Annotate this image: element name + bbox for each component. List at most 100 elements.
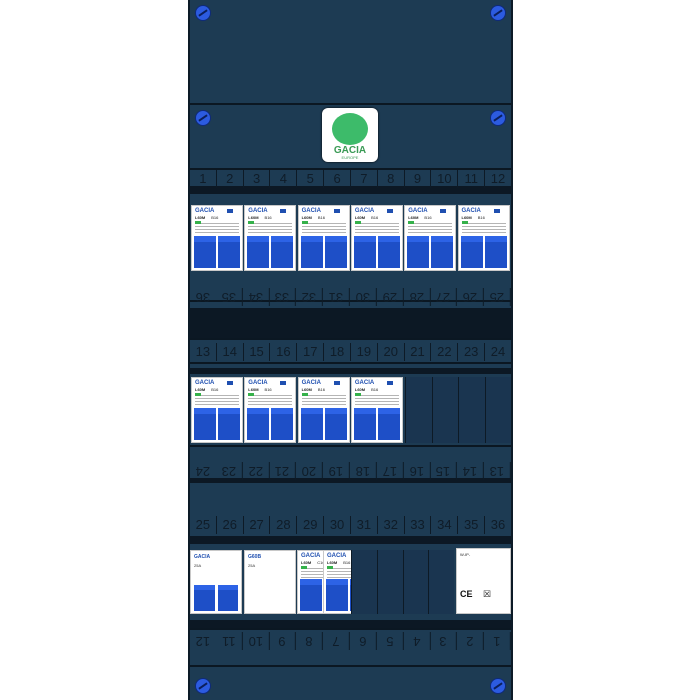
breaker-specs xyxy=(461,221,506,233)
din-rail xyxy=(190,478,511,483)
breaker-indicator xyxy=(301,393,308,396)
circuit-number: 35 xyxy=(457,516,484,534)
breaker-specs xyxy=(248,221,293,233)
toggle-lever[interactable] xyxy=(324,408,347,440)
toggle-lever[interactable] xyxy=(460,236,483,268)
circuit-number: 25 xyxy=(484,288,511,306)
breaker-specs xyxy=(301,393,346,405)
toggle-lever[interactable] xyxy=(218,236,240,268)
circuit-number: 24 xyxy=(484,343,511,361)
breaker-indicator xyxy=(301,221,308,224)
toggle-lever[interactable] xyxy=(431,236,454,268)
circuit-number: 21 xyxy=(403,343,431,361)
panel-divider xyxy=(190,103,511,105)
breaker-toggle[interactable] xyxy=(247,408,294,440)
toggle-lever[interactable] xyxy=(377,236,400,268)
panel-divider xyxy=(190,338,511,340)
circuit-number: 8 xyxy=(296,632,324,650)
toggle-lever[interactable] xyxy=(377,408,400,440)
breaker-indicator xyxy=(327,566,333,569)
circuit-number: 34 xyxy=(242,288,270,306)
toggle-lever[interactable] xyxy=(271,236,294,268)
toggle-lever[interactable] xyxy=(324,236,347,268)
blank-slot xyxy=(431,377,458,443)
breaker-rating: C16 xyxy=(317,560,325,565)
circuit-number: 18 xyxy=(323,343,350,361)
breaker-toggle[interactable] xyxy=(194,236,240,268)
circuit-number: 9 xyxy=(269,632,297,650)
screw-icon xyxy=(490,110,506,126)
toggle-lever[interactable] xyxy=(217,585,238,611)
breaker-toggle[interactable] xyxy=(194,408,240,440)
toggle-lever[interactable] xyxy=(300,579,322,611)
toggle-lever[interactable] xyxy=(300,408,323,440)
circuit-number: 9 xyxy=(403,170,431,188)
breaker-specs xyxy=(354,221,399,233)
toggle-lever[interactable] xyxy=(247,236,270,268)
surge-protector[interactable]: W-IP-CE☒ xyxy=(456,548,511,614)
circuit-number: 6 xyxy=(349,632,377,650)
breaker-toggle[interactable] xyxy=(460,236,507,268)
panel-divider xyxy=(190,628,511,630)
circuit-number: 26 xyxy=(457,288,485,306)
rcd-toggle[interactable] xyxy=(194,585,238,611)
din-rail xyxy=(190,308,511,338)
breaker-brand: GACIA xyxy=(301,380,341,386)
circuit-number: 23 xyxy=(457,343,484,361)
toggle-lever[interactable] xyxy=(326,579,348,611)
breaker-toggle[interactable] xyxy=(353,408,400,440)
circuit-number: 27 xyxy=(242,516,270,534)
breaker-rating-line: L60M B16 xyxy=(248,215,271,220)
breaker-brand: GACIA xyxy=(248,380,287,386)
toggle-lever[interactable] xyxy=(407,236,430,268)
circuit-number: 10 xyxy=(242,632,270,650)
breaker-toggle[interactable] xyxy=(407,236,454,268)
breaker-toggle[interactable] xyxy=(353,236,400,268)
breaker-indicator xyxy=(195,393,201,396)
circuit-number: 7 xyxy=(349,170,377,188)
globe-icon xyxy=(332,113,368,145)
breaker-model: L60M xyxy=(461,215,472,220)
toggle-lever[interactable] xyxy=(271,408,294,440)
toggle-lever[interactable] xyxy=(300,236,323,268)
toggle-lever[interactable] xyxy=(247,408,270,440)
breaker-toggle[interactable] xyxy=(300,236,347,268)
toggle-lever[interactable] xyxy=(353,408,376,440)
toggle-lever[interactable] xyxy=(194,585,215,611)
breaker-rating: B16 xyxy=(343,560,351,565)
screw-icon xyxy=(195,5,211,21)
breaker-rating: B16 xyxy=(317,215,325,220)
breaker-toggle[interactable] xyxy=(247,236,294,268)
circuit-number: 36 xyxy=(484,516,511,534)
breaker-model: L60M xyxy=(248,215,259,220)
breaker-model: L60M xyxy=(354,215,366,220)
breaker-toggle[interactable] xyxy=(300,408,347,440)
toggle-lever[interactable] xyxy=(353,236,376,268)
logo-brand-text: GACIA xyxy=(333,145,367,156)
spd-label: W-IP- xyxy=(460,552,471,557)
toggle-lever[interactable] xyxy=(484,236,507,268)
circuit-number: 20 xyxy=(296,462,324,480)
toggle-lever[interactable] xyxy=(194,236,216,268)
toggle-lever[interactable] xyxy=(218,408,240,440)
circuit-number: 13 xyxy=(195,344,211,359)
toggle-lever[interactable] xyxy=(194,408,216,440)
circuit-number: 16 xyxy=(269,343,296,361)
breaker-rating: B16 xyxy=(264,215,272,220)
